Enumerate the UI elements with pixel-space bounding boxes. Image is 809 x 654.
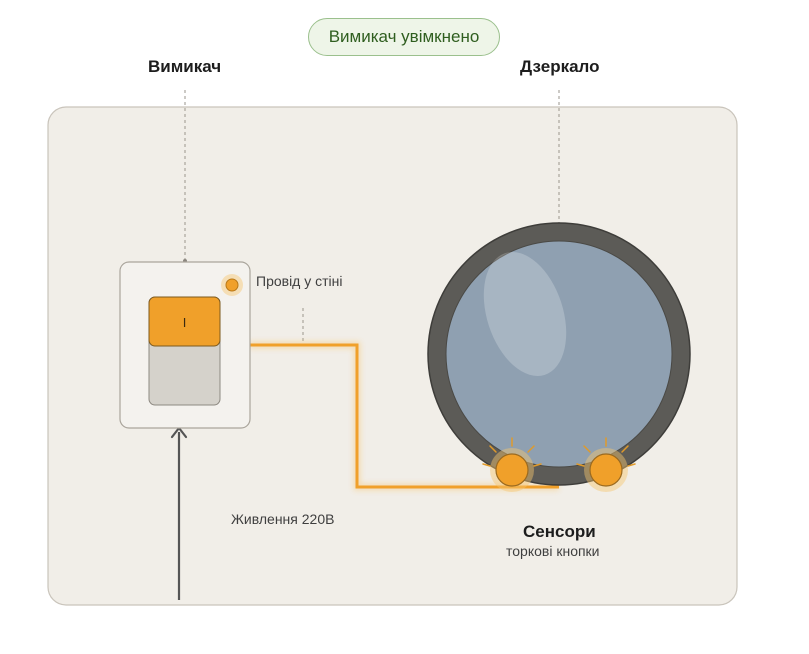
sensor-right-rays [576,437,636,467]
touch-sensor-left[interactable] [482,437,542,492]
mirror-label: Дзеркало [520,57,600,76]
sensor-left-button[interactable] [495,453,529,487]
switch-status-badge: Вимикач увімкнено [308,18,500,56]
sensor-left-rays [482,437,542,467]
switch-state-label: I [183,315,187,330]
wire-in-wall [249,343,559,489]
sensor-right-button[interactable] [589,453,623,487]
power-label: Живлення 220В [231,511,335,527]
indicator-light [225,278,239,292]
switch-rocker-on[interactable] [148,296,221,347]
mirror-reflection [483,252,567,376]
touch-sensor-right[interactable] [576,437,636,492]
sensors-subtitle: торкові кнопки [506,543,600,559]
switch-label: Вимикач [148,57,222,76]
sensors-title: Сенсори [523,522,596,541]
wire-label: Провід у стіні [256,273,343,289]
mirror-glass [445,240,673,468]
